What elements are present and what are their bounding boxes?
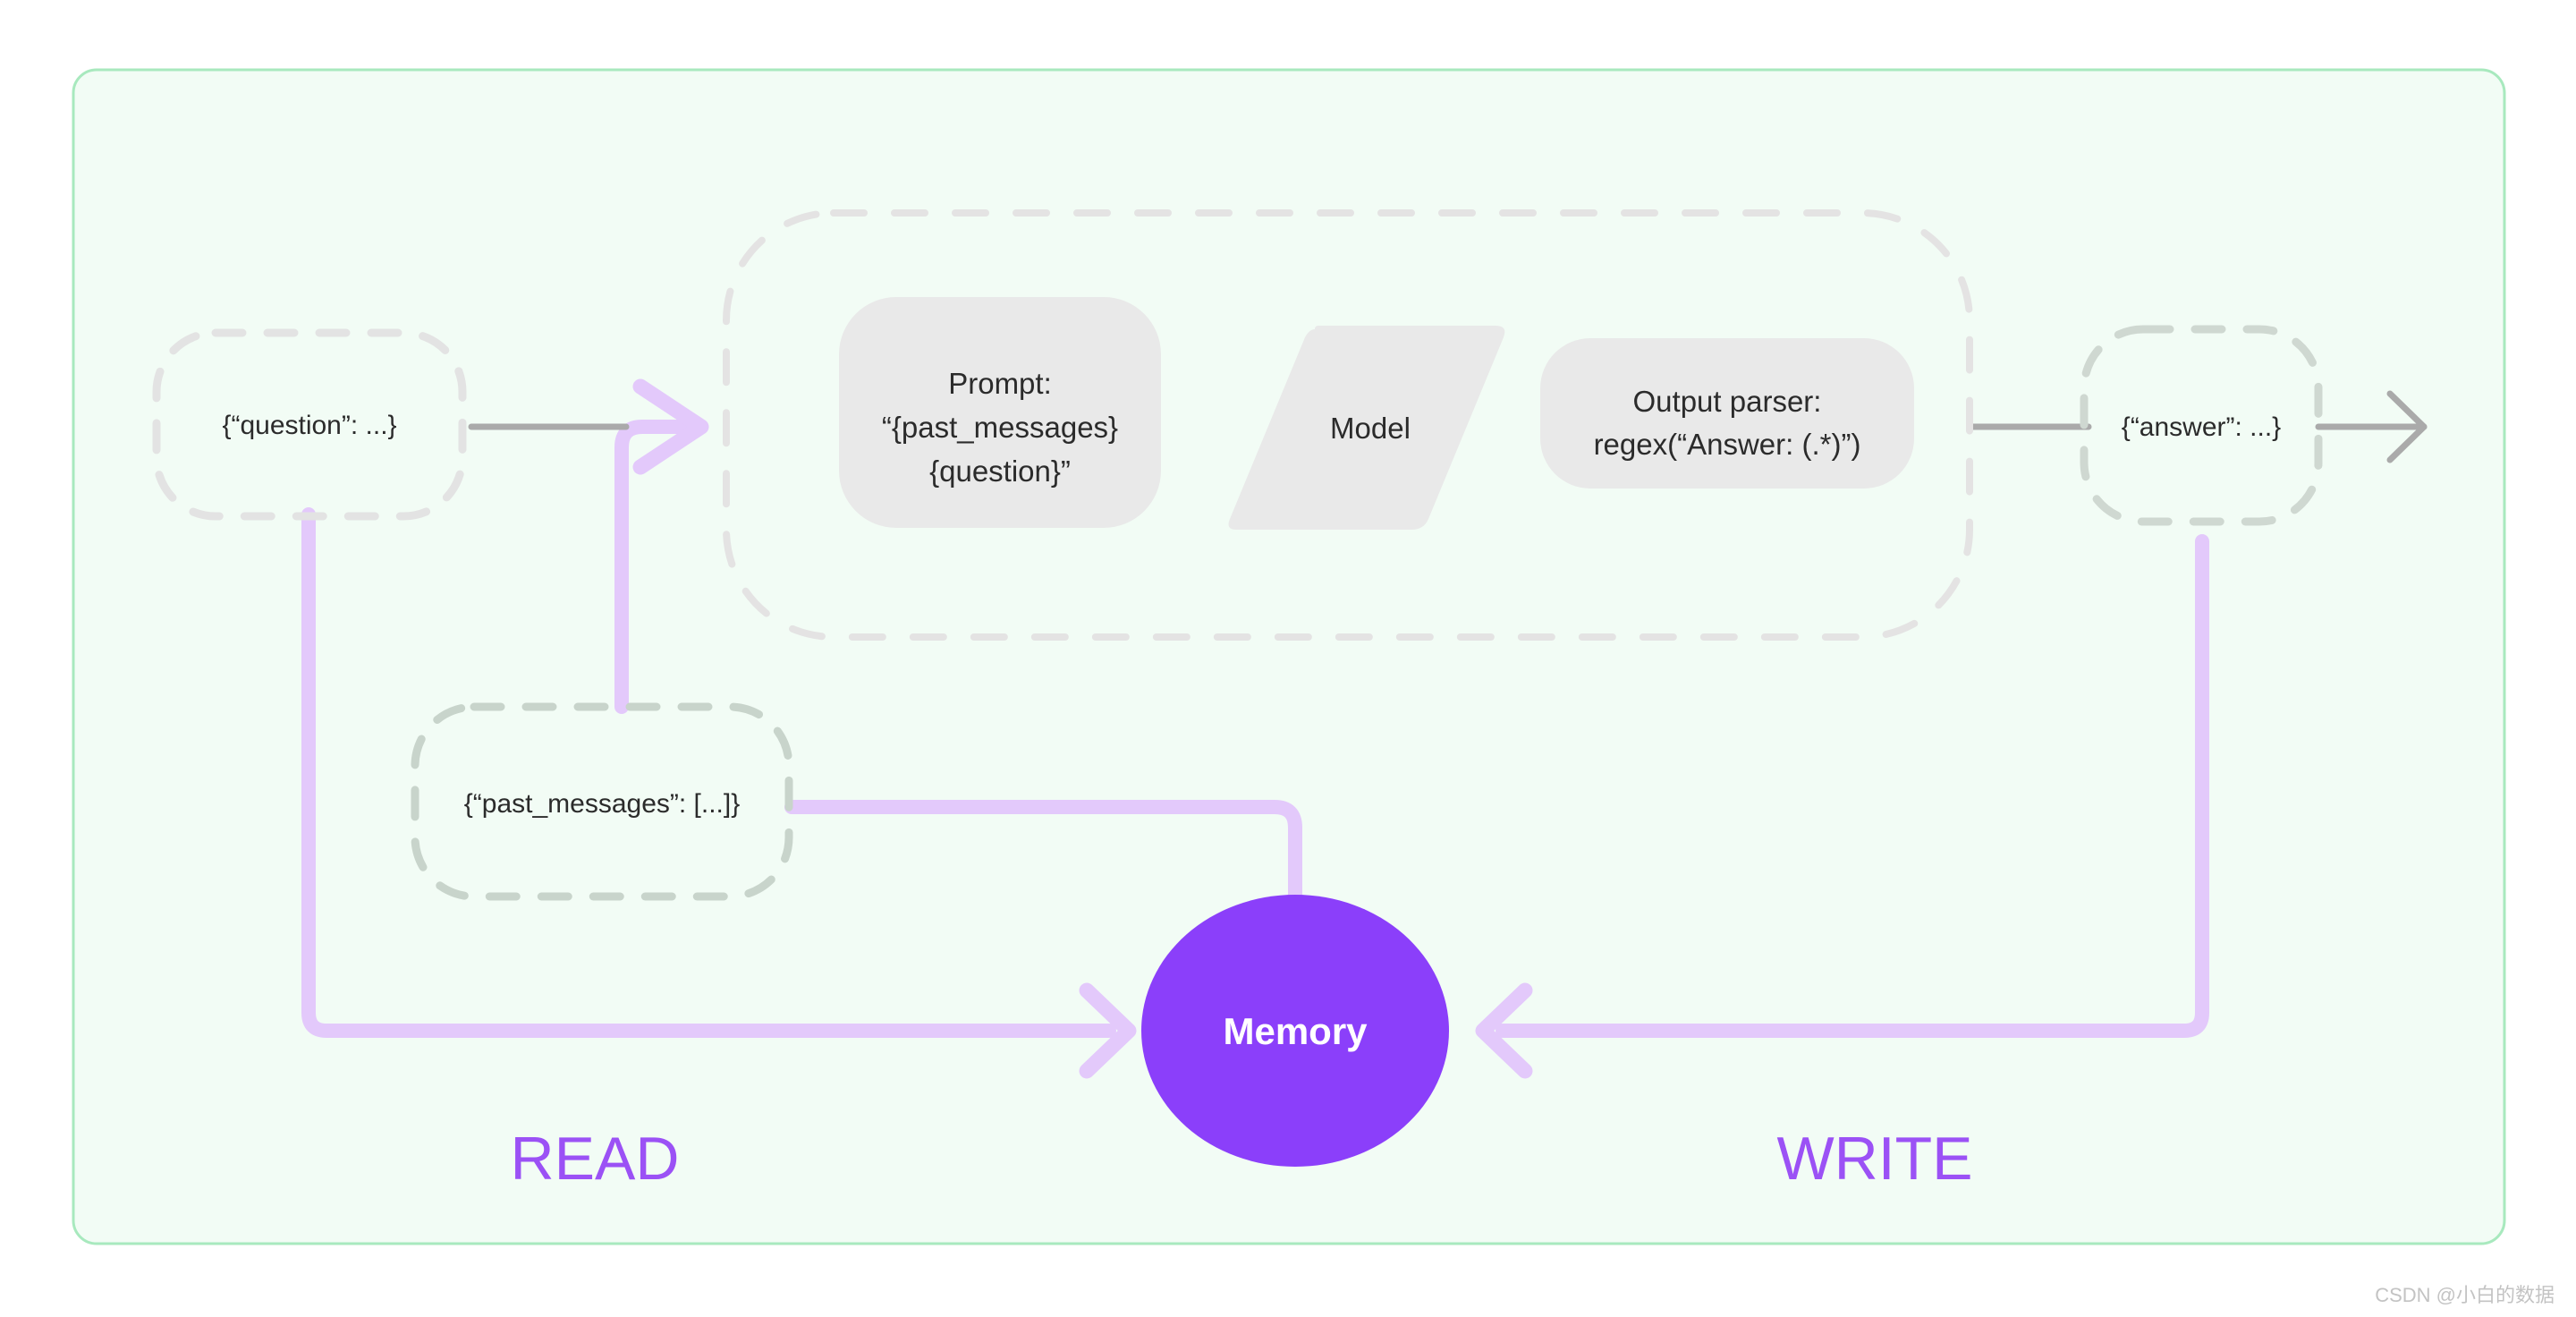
- node-memory[interactable]: Memory: [1141, 895, 1449, 1167]
- node-question[interactable]: {“question”: ...}: [152, 328, 467, 521]
- past-messages-node-label: {“past_messages”: [...]}: [464, 789, 740, 819]
- read-path-pastmessages-to-memory: [784, 800, 1302, 922]
- node-answer[interactable]: {“answer”: ...}: [2080, 325, 2323, 526]
- prompt-line-2: “{past_messages}: [882, 411, 1118, 444]
- read-path-pastmessages-to-chain: [614, 420, 705, 714]
- write-path-answer-to-memory: [1496, 534, 2209, 1038]
- output-parser-line-1: Output parser:: [1633, 385, 1822, 418]
- flow-paths-gray: [468, 390, 2428, 463]
- output-parser-line-2: regex(“Answer: (.*)”): [1594, 428, 1861, 461]
- answer-node-shape[interactable]: [2080, 325, 2323, 526]
- prompt-line-3: {question}”: [929, 455, 1071, 488]
- read-label: READ: [511, 1125, 680, 1193]
- chain-component-model[interactable]: Model: [1228, 326, 1505, 530]
- model-label: Model: [1330, 412, 1411, 445]
- memory-circle[interactable]: [1141, 895, 1449, 1167]
- chain-component-output-parser[interactable]: Output parser: regex(“Answer: (.*)”): [1540, 338, 1914, 489]
- arrowhead-output-right: [2386, 390, 2428, 463]
- chain-container: [723, 209, 1973, 641]
- write-label: WRITE: [1776, 1125, 1972, 1193]
- output-parser-box[interactable]: [1540, 338, 1914, 489]
- flow-arrowheads-purple: [632, 378, 1533, 1079]
- node-past-messages[interactable]: {“past_messages”: [...]}: [411, 702, 793, 901]
- read-path-question-to-memory: [301, 507, 1116, 1038]
- flow-paths-purple: [301, 420, 2209, 1038]
- arrowhead-read-into-memory: [1079, 982, 1137, 1079]
- question-node-shape[interactable]: [152, 328, 467, 521]
- past-messages-node-shape[interactable]: [411, 702, 793, 901]
- prompt-box[interactable]: [839, 297, 1161, 528]
- question-node-label: {“question”: ...}: [222, 411, 396, 440]
- arrowhead-write-into-memory: [1475, 982, 1533, 1079]
- memory-label: Memory: [1223, 1010, 1368, 1052]
- chain-component-prompt[interactable]: Prompt: “{past_messages} {question}”: [839, 297, 1161, 528]
- prompt-line-1: Prompt:: [948, 367, 1052, 400]
- arrowhead-read-into-chain: [632, 378, 709, 475]
- watermark: CSDN @小白的数据: [2375, 1284, 2555, 1306]
- answer-node-label: {“answer”: ...}: [2122, 412, 2281, 442]
- model-shape[interactable]: [1228, 326, 1505, 530]
